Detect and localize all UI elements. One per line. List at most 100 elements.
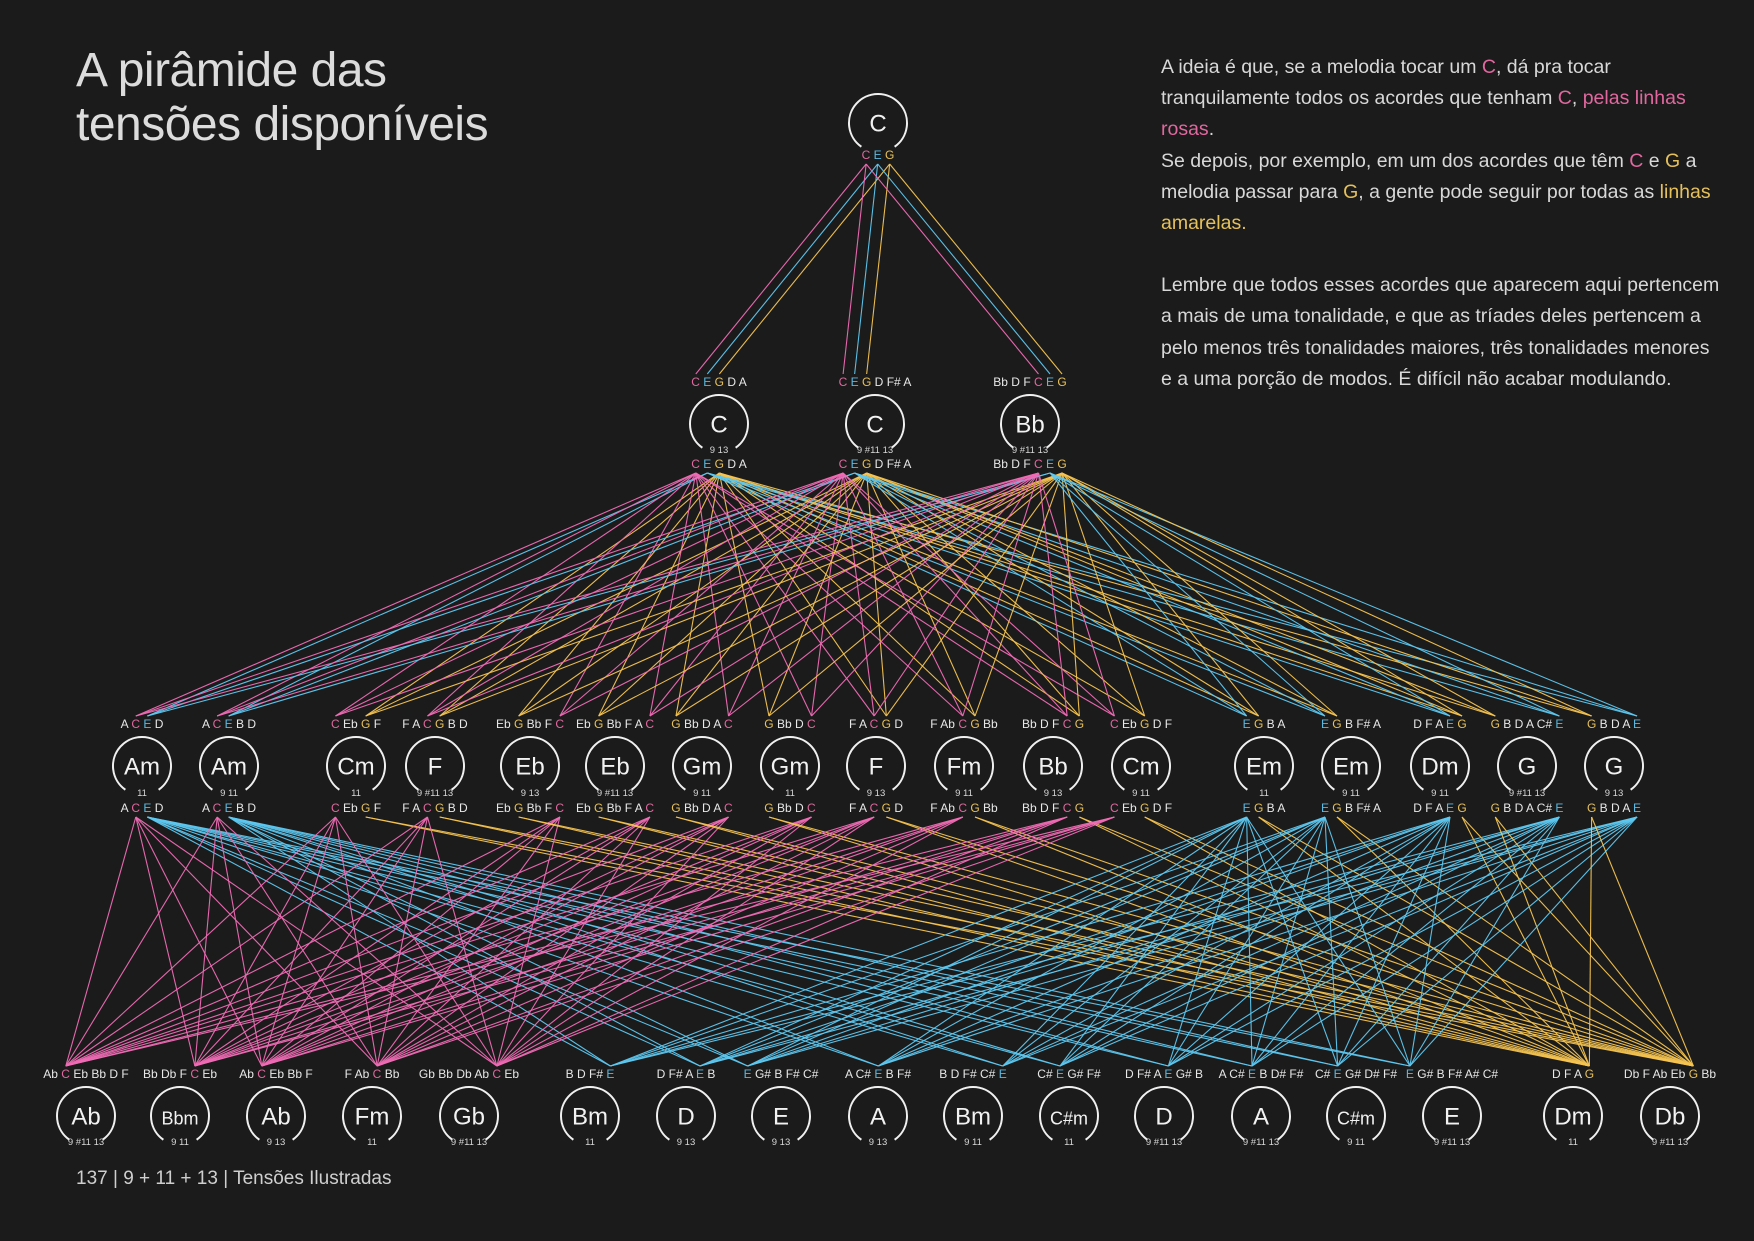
text-segment: , a gente pode seguir por todas as: [1358, 180, 1660, 203]
connection-line-yellow: [598, 816, 1590, 1067]
note: E: [1243, 717, 1251, 731]
connection-line-pink: [810, 472, 844, 717]
note: A: [739, 375, 747, 389]
chord-tensions: 9 #11 13: [1243, 1137, 1279, 1148]
chord-notes-bottom: C E G D A: [691, 457, 746, 471]
connection-line-blue: [228, 816, 1003, 1067]
note: B: [448, 717, 456, 731]
chord-name: Bm: [572, 1104, 608, 1131]
connection-line-blue: [707, 472, 1451, 717]
note: G#: [1417, 1067, 1433, 1081]
note: Ab: [355, 1067, 370, 1081]
chord-name: Fm: [355, 1104, 390, 1131]
connection-line-pink: [427, 472, 1039, 717]
connection-line-blue: [228, 472, 855, 717]
chord-node: A9 #11 13A C# E B D# F#: [1219, 1067, 1304, 1148]
note: B: [1345, 801, 1353, 815]
note: D: [702, 717, 711, 731]
chord-tensions: 9 11: [964, 1137, 982, 1148]
connection-line-pink: [695, 472, 1115, 717]
chord-ring: [1023, 736, 1083, 791]
note: A: [202, 717, 210, 731]
note: D: [795, 801, 804, 815]
note: D: [577, 1067, 586, 1081]
chord-ring: [760, 736, 820, 791]
connection-line-yellow: [518, 816, 1590, 1067]
note: A: [412, 801, 420, 815]
note: E: [1046, 375, 1054, 389]
note: E: [874, 1067, 882, 1081]
connection-line-blue: [699, 816, 1326, 1067]
note: G: [671, 717, 680, 731]
note: C#: [1483, 1067, 1499, 1081]
note: G: [970, 717, 979, 731]
connection-line-pink: [135, 472, 844, 717]
note: F: [849, 717, 856, 731]
note: G: [435, 801, 444, 815]
connection-line-blue: [1337, 816, 1638, 1067]
connection-line-blue: [854, 472, 1638, 717]
connection-line-pink: [216, 816, 263, 1067]
chord-notes-top: E G B F# A: [1321, 717, 1381, 731]
connection-line-blue: [699, 816, 1638, 1067]
chord-notes-top: E G B A: [1243, 717, 1286, 731]
note: A: [1219, 1067, 1227, 1081]
chord-notes-top: C Eb G F: [331, 717, 381, 731]
note: F#: [669, 1067, 683, 1081]
chord-notes-top: A C# E B F#: [845, 1067, 911, 1081]
chord-name: Gb: [453, 1104, 485, 1131]
chord-name: Bm: [955, 1104, 991, 1131]
chord-notes-bottom: C E G D F# A: [839, 457, 912, 471]
chord-tensions: 9 11: [1347, 1137, 1365, 1148]
connection-line-yellow: [1061, 472, 1260, 717]
chord-tensions: 9 #11 13: [451, 1137, 487, 1148]
page-footer: 137 | 9 + 11 + 13 | Tensões Ilustradas: [76, 1168, 392, 1189]
connection-line-blue: [1251, 816, 1560, 1067]
connection-line-pink: [261, 816, 964, 1067]
note: Db: [161, 1067, 177, 1081]
note: D: [1413, 717, 1422, 731]
connection-line-yellow: [1591, 816, 1694, 1067]
note: G: [862, 375, 871, 389]
note: A: [1373, 717, 1381, 731]
connection-line-pink: [559, 472, 1039, 717]
chord-name: E: [1444, 1104, 1460, 1131]
connection-line-yellow: [1144, 816, 1694, 1067]
chord-name: Gm: [771, 754, 810, 781]
connection-line-yellow: [1061, 472, 1592, 717]
connection-line-blue: [147, 816, 1169, 1067]
note: G#: [755, 1067, 771, 1081]
connection-line-blue: [1059, 816, 1638, 1067]
connection-line-pink: [135, 816, 498, 1067]
chord-name: Bb: [1015, 412, 1044, 439]
connection-line-pink: [65, 816, 336, 1067]
connection-line-blue: [1324, 816, 1339, 1067]
note: C: [131, 717, 140, 731]
chord-notes-top: A C E D: [121, 717, 164, 731]
chord-ring: [560, 1086, 620, 1141]
note: A: [845, 1067, 853, 1081]
note: D: [1040, 801, 1049, 815]
connection-line-pink: [65, 816, 218, 1067]
note: F: [1425, 801, 1432, 815]
note: A: [859, 801, 867, 815]
note: Eb: [343, 717, 358, 731]
note: C: [839, 457, 848, 471]
connection-line-pink: [376, 816, 729, 1067]
chord-nodes: CC E GC9 13C E G D AC E G D AC9 #11 13C …: [43, 93, 1716, 1148]
chord-name: C#m: [1337, 1109, 1375, 1129]
connection-line-pink: [1037, 472, 1115, 717]
chord-tensions: 9 13: [710, 445, 729, 456]
chord-ring: [199, 736, 259, 791]
connection-line-blue: [610, 816, 1326, 1067]
chord-tensions: 9 #11 13: [417, 788, 453, 799]
note: A: [713, 717, 721, 731]
connection-line-pink: [261, 816, 651, 1067]
chord-ring: [1231, 1086, 1291, 1141]
note: F: [1052, 717, 1059, 731]
chord-node: D9 #11 13D F# A E G# B: [1125, 1067, 1203, 1148]
chord-ring: [848, 93, 908, 148]
note: F#: [786, 1067, 800, 1081]
connection-line-blue: [854, 472, 1326, 717]
